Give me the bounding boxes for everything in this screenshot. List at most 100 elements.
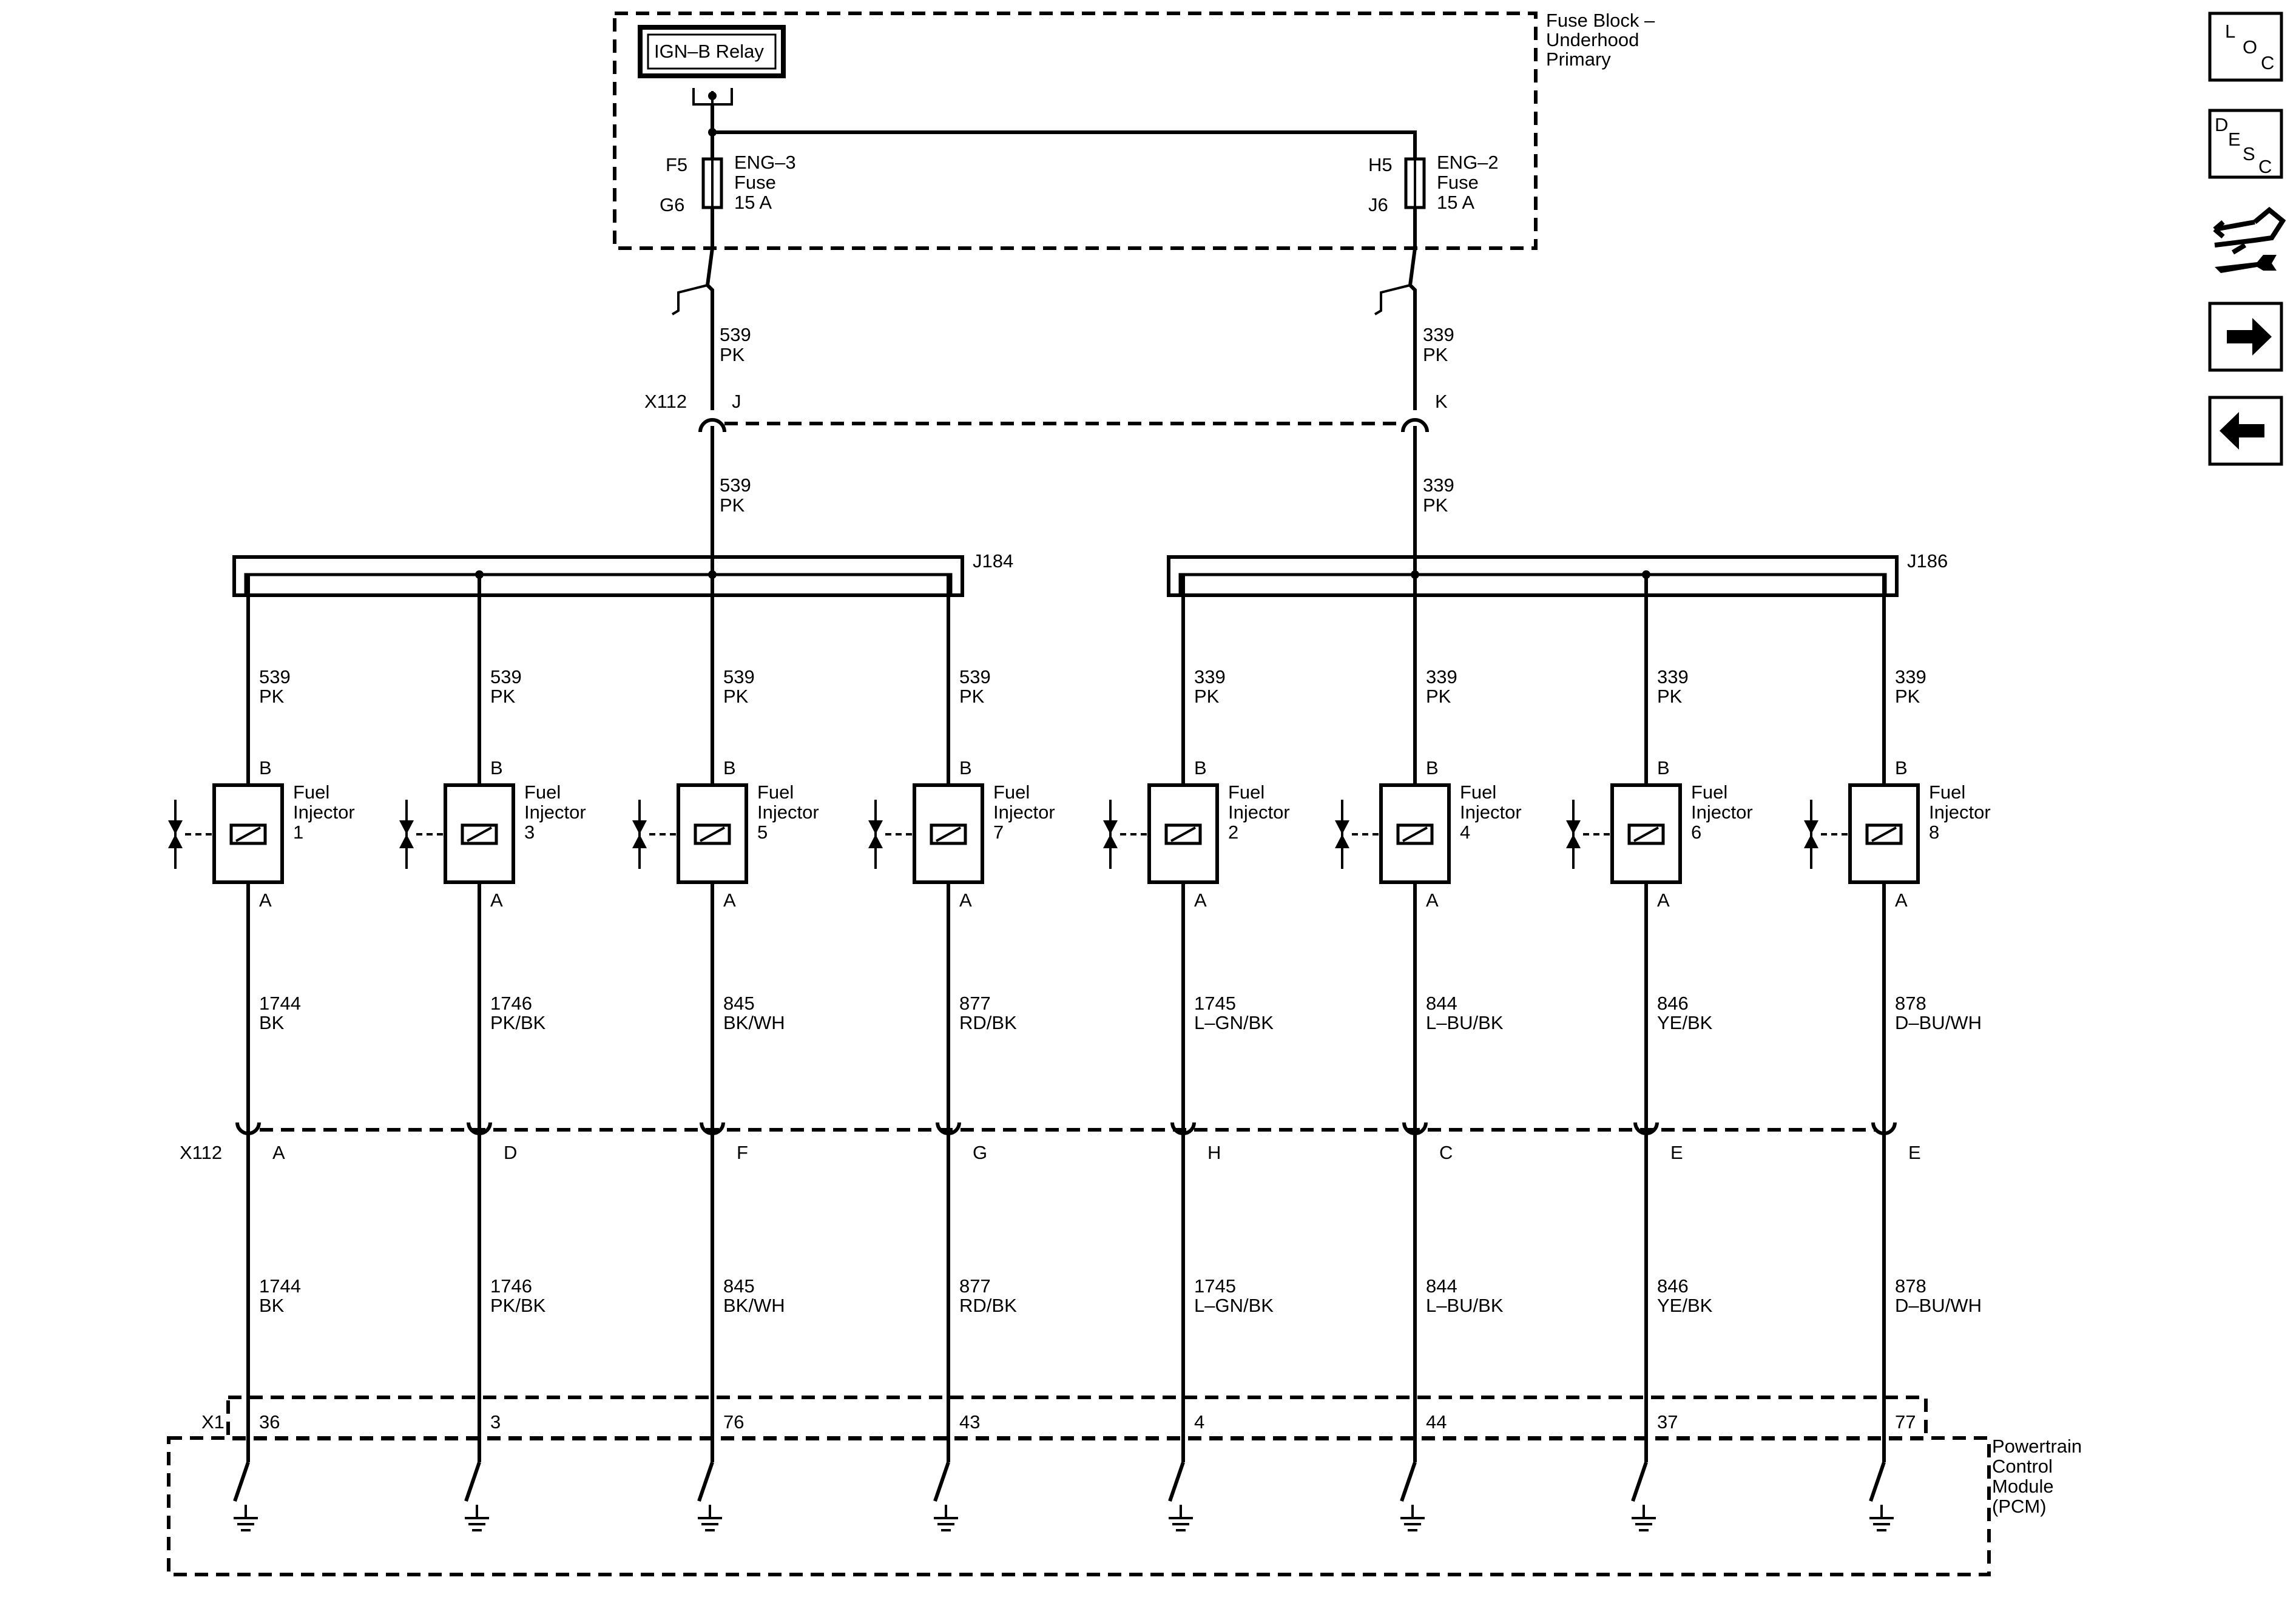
back-arrow-icon <box>2220 412 2264 450</box>
desc-letter-s: S <box>2243 143 2255 164</box>
injector-color-lower: YE/BK <box>1657 1295 1713 1316</box>
injector-number: 3 <box>524 822 535 843</box>
injector-supply-circuit: 339 <box>1426 666 1457 687</box>
injector-color-lower: L–GN/BK <box>1194 1295 1274 1316</box>
x112-top-pin-k: K <box>1435 391 1448 412</box>
connector-x112-bottom: X112 <box>180 1128 1876 1163</box>
fuse-eng-3-name: ENG–3 <box>734 152 796 173</box>
injector-pin-b: B <box>490 757 503 778</box>
injector-color-lower: RD/BK <box>959 1295 1017 1316</box>
x112-top-pin-j: J <box>732 391 741 412</box>
pcm-connector-name: X1 <box>201 1411 225 1433</box>
injector-columns: 539PKBFuelInjector1A1744BKA1744BK36539PK… <box>168 570 1991 1531</box>
loc-letter-l: L <box>2225 21 2235 42</box>
pcm-title-4: (PCM) <box>1992 1496 2047 1517</box>
injector-color-lower: BK/WH <box>723 1295 785 1316</box>
ground-icon <box>464 1504 490 1531</box>
pcm-pin: 44 <box>1426 1411 1447 1433</box>
x112-pin: E <box>1670 1142 1683 1163</box>
ground-icon <box>1399 1504 1426 1531</box>
connector-repair-icon[interactable] <box>2210 205 2286 284</box>
pcm-module: X1 Powertrain Control Module (PCM) <box>167 1396 2082 1576</box>
injector-number: 8 <box>1929 822 1939 843</box>
injector-circuit-upper: 1746 <box>490 993 532 1014</box>
x112-pin: F <box>737 1142 748 1163</box>
feed-wire-539: 539 PK 539 PK <box>671 248 751 575</box>
injector-column-8: 339PKBFuelInjector8A878D–BU/WHE878D–BU/W… <box>1804 575 1991 1531</box>
injector-supply-color: PK <box>490 686 516 707</box>
injector-label-injector: Injector <box>993 802 1055 823</box>
desc-button[interactable]: D E S C <box>2208 109 2283 179</box>
injector-circuit-lower: 844 <box>1426 1275 1457 1297</box>
injector-supply-color: PK <box>1895 686 1920 707</box>
x112-pin: D <box>504 1142 517 1163</box>
desc-letter-e: E <box>2228 129 2241 150</box>
injector-color-upper: YE/BK <box>1657 1012 1713 1033</box>
splice-j186: J186 <box>1167 550 1948 597</box>
injector-label-injector: Injector <box>524 802 586 823</box>
pcm-pin: 3 <box>490 1411 501 1433</box>
pcm-title-1: Powertrain <box>1992 1436 2082 1457</box>
injector-supply-color: PK <box>259 686 285 707</box>
injector-pin-b: B <box>1895 757 1908 778</box>
injector-label-fuel: Fuel <box>1228 781 1264 803</box>
loc-button[interactable]: L O C <box>2208 12 2283 82</box>
feed-339-color-lower: PK <box>1423 495 1448 516</box>
x112-pin: C <box>1439 1142 1453 1163</box>
injector-number: 6 <box>1691 822 1701 843</box>
injector-pin-a: A <box>723 890 736 911</box>
injector-color-upper: RD/BK <box>959 1012 1017 1033</box>
splice-j184: J184 <box>232 550 1013 597</box>
next-button[interactable] <box>2208 302 2283 372</box>
fuse-eng-3-bottom-pin: G6 <box>660 194 684 215</box>
injector-color-upper: D–BU/WH <box>1895 1012 1982 1033</box>
injector-pin-a: A <box>1657 890 1670 911</box>
injector-circuit-lower: 1745 <box>1194 1275 1236 1297</box>
injector-number: 1 <box>293 822 303 843</box>
connector-x112-top: X112 J K <box>644 391 1448 433</box>
ground-icon <box>1167 1504 1194 1531</box>
injector-circuit-upper: 846 <box>1657 993 1689 1014</box>
pcm-pin: 77 <box>1895 1411 1916 1433</box>
injector-color-lower: BK <box>259 1295 285 1316</box>
x112-pin: E <box>1908 1142 1921 1163</box>
pcm-pin: 37 <box>1657 1411 1678 1433</box>
desc-letter-d: D <box>2215 114 2228 135</box>
injector-color-upper: L–BU/BK <box>1426 1012 1504 1033</box>
injector-supply-color: PK <box>1194 686 1220 707</box>
feed-339-circuit-lower: 339 <box>1423 474 1454 496</box>
injector-color-upper: PK/BK <box>490 1012 546 1033</box>
fuse-eng-2-type: Fuse <box>1437 172 1479 193</box>
injector-circuit-upper: 1744 <box>259 993 301 1014</box>
injector-label-injector: Injector <box>757 802 819 823</box>
injector-number: 2 <box>1228 822 1238 843</box>
injector-label-fuel: Fuel <box>1460 781 1496 803</box>
back-button[interactable] <box>2208 396 2283 466</box>
injector-number: 7 <box>993 822 1004 843</box>
feed-539-color-lower: PK <box>720 495 745 516</box>
injector-label-fuel: Fuel <box>524 781 561 803</box>
splice-j186-label: J186 <box>1907 550 1948 572</box>
fuse-eng-2-rating: 15 A <box>1437 192 1474 213</box>
feed-wire-339: 339 PK 339 PK <box>1374 248 1454 575</box>
x112-top-name: X112 <box>644 391 687 412</box>
feed-339-circuit: 339 <box>1423 324 1454 345</box>
injector-supply-circuit: 539 <box>723 666 755 687</box>
injector-pin-b: B <box>1426 757 1439 778</box>
feed-539-circuit: 539 <box>720 324 751 345</box>
injector-supply-circuit: 339 <box>1657 666 1689 687</box>
injector-pin-a: A <box>490 890 503 911</box>
injector-column-2: 339PKBFuelInjector2A1745L–GN/BKH1745L–GN… <box>1103 575 1290 1531</box>
sidebar-nav: L O C D E S C <box>2208 12 2286 466</box>
ign-b-relay: IGN–B Relay <box>638 25 786 106</box>
ground-icon <box>697 1504 723 1531</box>
injector-label-injector: Injector <box>1691 802 1753 823</box>
x112-pin: G <box>973 1142 987 1163</box>
